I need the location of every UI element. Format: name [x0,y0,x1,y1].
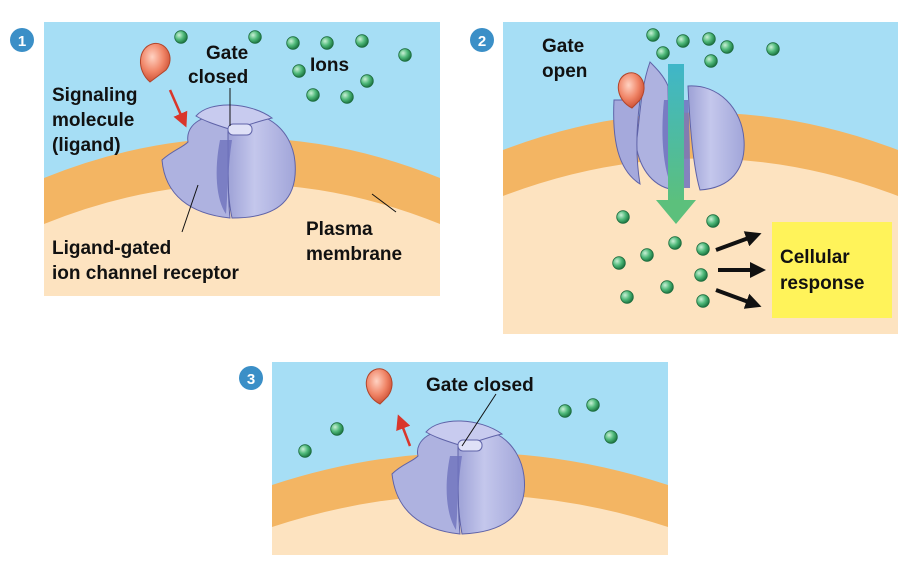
panel-2: Cellular response Gate open 2 [470,22,898,334]
membrane-leader-line [371,193,397,213]
gate-label-2: Gate open [542,36,590,82]
gate [425,420,504,447]
svg-text:2: 2 [478,33,486,50]
ligand-icon [365,368,393,405]
binding-arrow [168,89,188,128]
ion-channel-receptor [391,420,526,535]
membrane-label: Plasma membrane [306,219,402,265]
ligand-icon [617,72,645,109]
receptor-leader-line [181,184,199,233]
ion-flow-arrow [656,64,696,224]
gate-label-3: Gate closed [426,375,534,396]
release-arrow [396,414,412,447]
gate [195,104,274,131]
ions-label: Ions [310,55,349,76]
cellular-response-label: Cellular response [780,247,864,294]
response-arrows [715,231,766,309]
svg-text:1: 1 [18,33,26,50]
cellular-response-box [772,222,892,318]
panel-3: Gate closed 3 [239,362,668,555]
ligand-icon [140,42,171,83]
step-badge-3: 3 [239,366,263,390]
svg-text:3: 3 [247,371,255,388]
gate-label-1: Gate closed [188,43,254,88]
step-badge-1: 1 [10,28,34,52]
ion-channel-receptor [161,104,296,219]
panel-1: Gate closed Ions Signaling molecule (lig… [10,22,440,296]
receptor-label: Ligand-gated ion channel receptor [52,238,239,284]
gate-leader-line [461,393,497,447]
ligand-label: Signaling molecule (ligand) [52,85,143,156]
step-badge-2: 2 [470,28,494,52]
